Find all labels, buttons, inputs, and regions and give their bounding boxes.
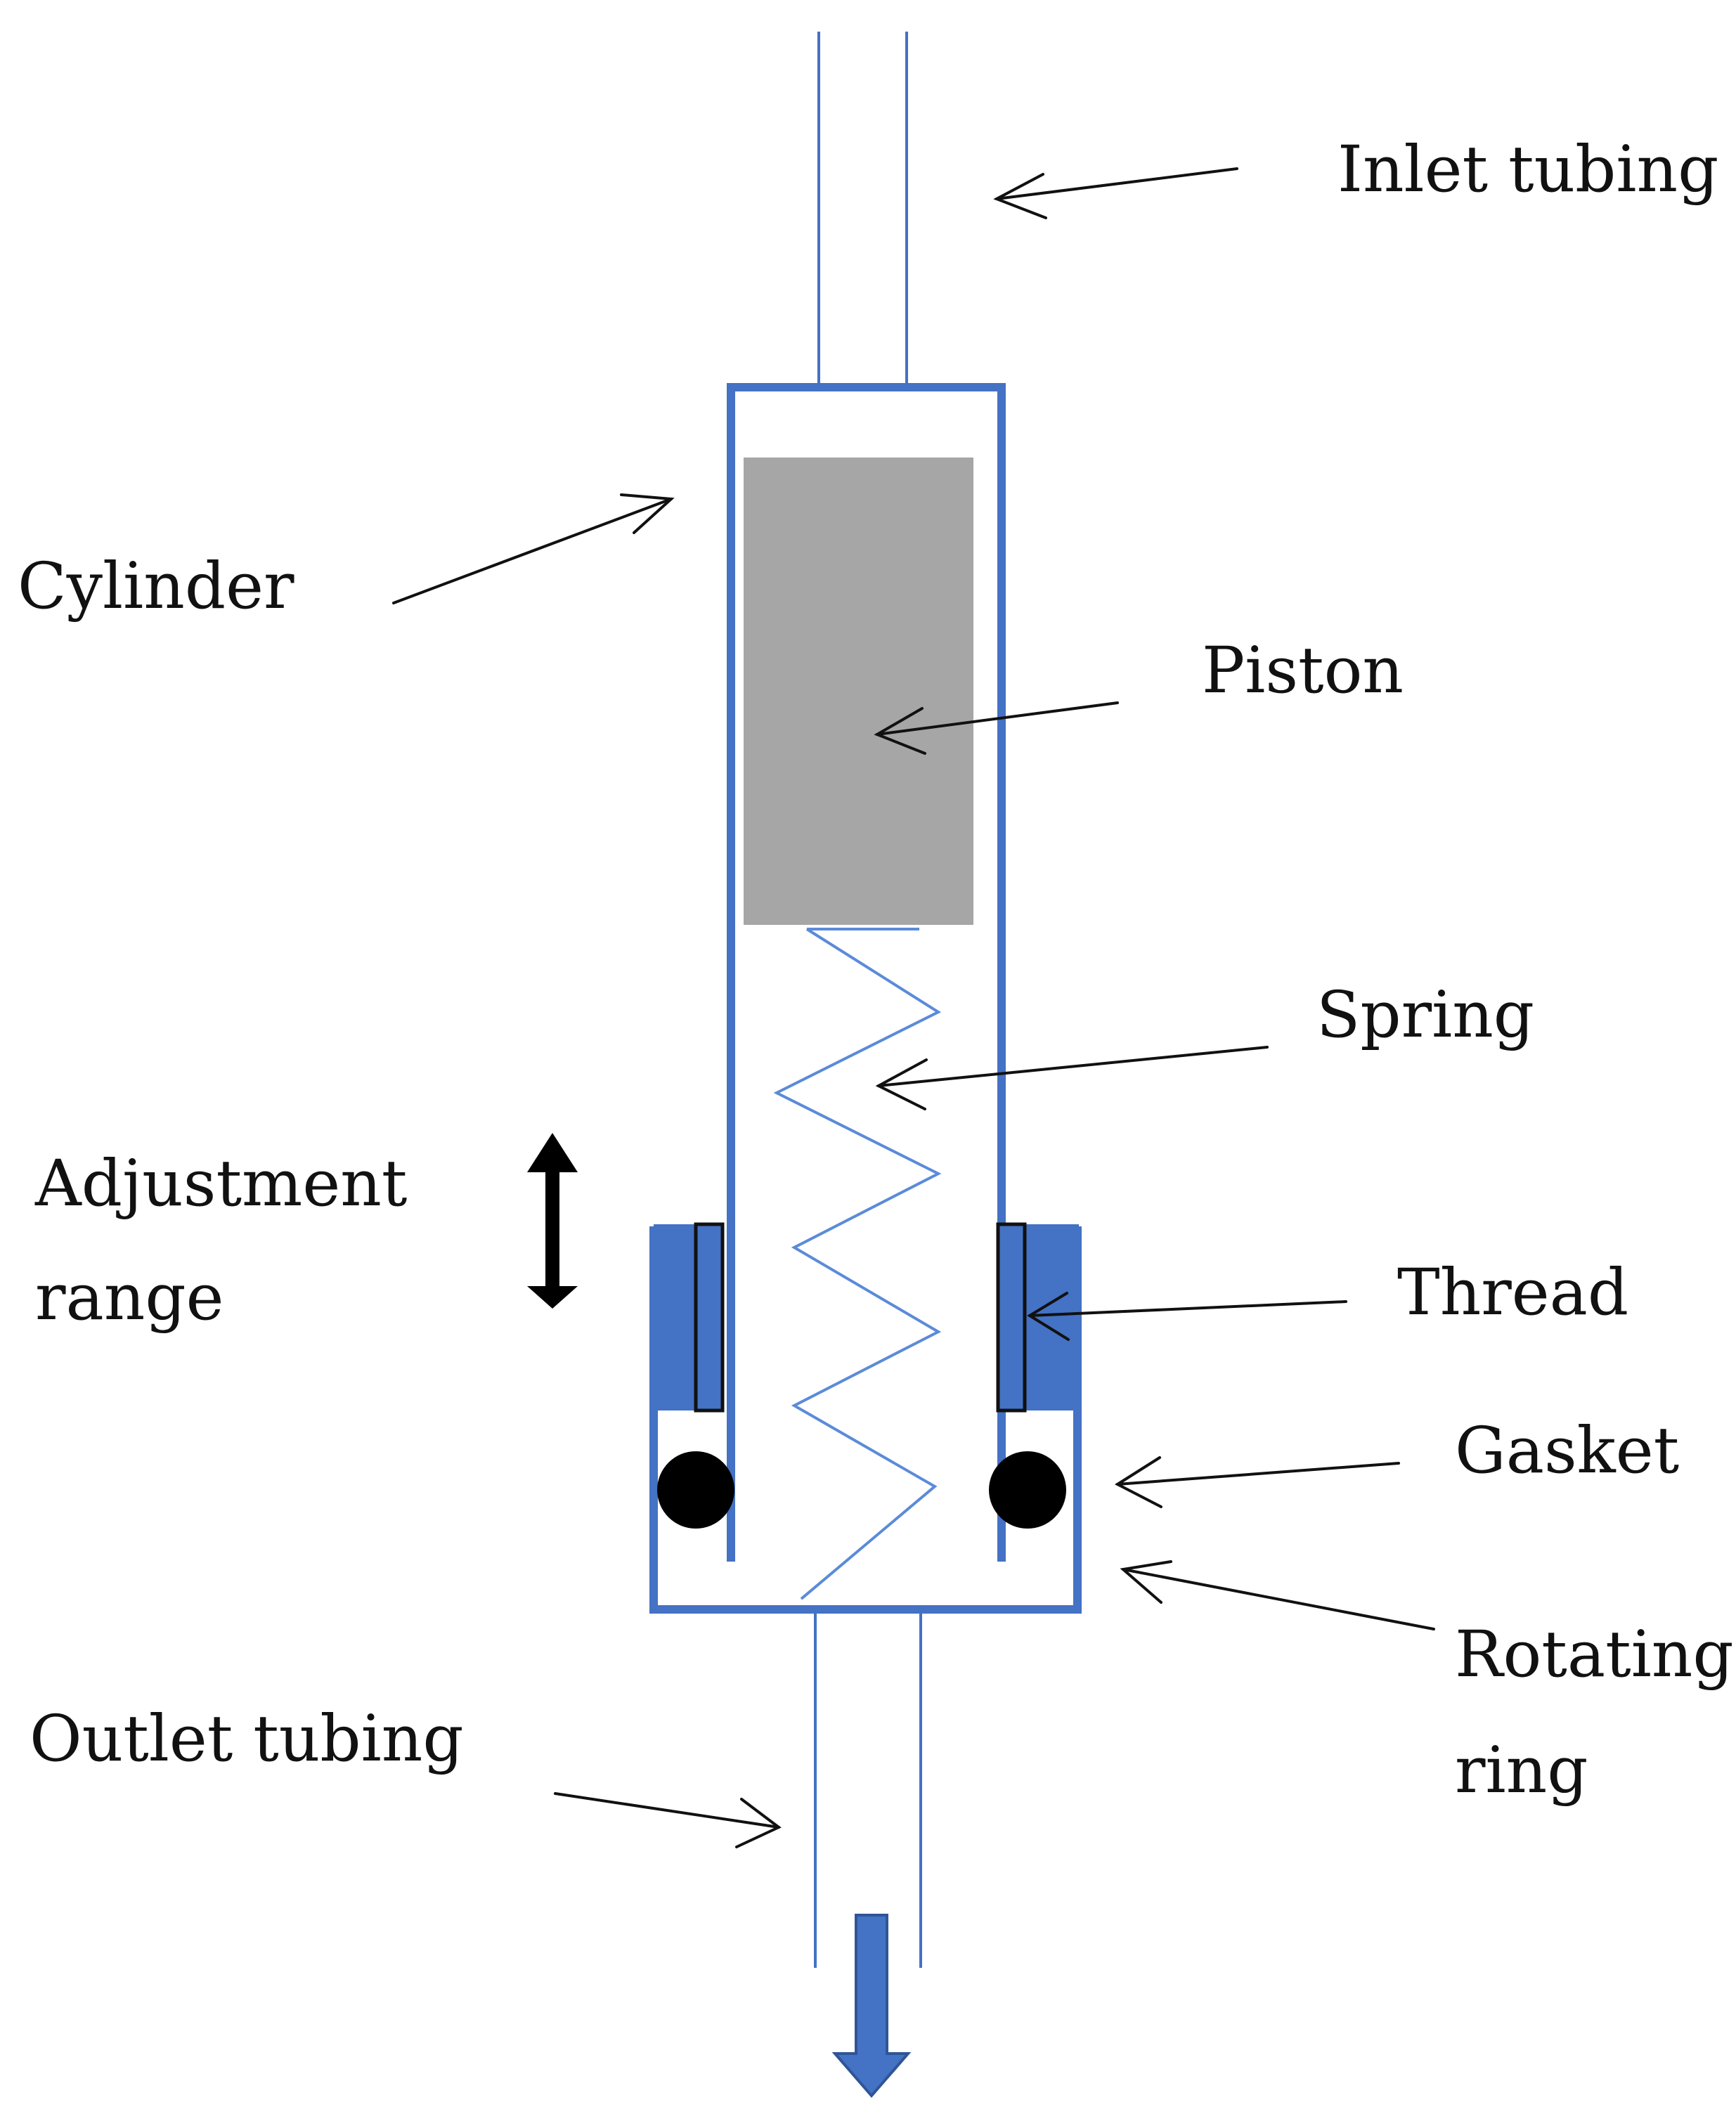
label-thread: Thread (1397, 1256, 1628, 1330)
rotating-ring-leader-arrow (1120, 1560, 1435, 1630)
label-spring: Spring (1316, 978, 1534, 1052)
piston-leader-arrow (874, 701, 1119, 755)
inlet-tubing-leader-arrow (993, 167, 1238, 219)
label-adjustment-range-line2: range (35, 1261, 224, 1335)
cylinder-leader-arrow (392, 493, 675, 604)
label-rotating-ring-line2: ring (1455, 1734, 1588, 1808)
gasket-leader-arrow (1114, 1456, 1400, 1508)
gasket-right (989, 1451, 1066, 1529)
label-outlet-tubing: Outlet tubing (30, 1702, 464, 1776)
thread-left (654, 1222, 725, 1413)
label-inlet-tubing: Inlet tubing (1337, 133, 1718, 207)
outlet-tubing (814, 1613, 922, 1968)
gasket-left (657, 1451, 734, 1529)
thread-leader-arrow (1027, 1292, 1347, 1341)
adjustment-range-arrow (527, 1133, 578, 1309)
label-adjustment-range-line1: Adjustment (34, 1147, 407, 1221)
outlet-tubing-leader-arrow (554, 1792, 782, 1848)
label-rotating-ring-line1: Rotating (1455, 1618, 1734, 1692)
label-gasket: Gasket (1455, 1414, 1679, 1488)
spring-leader-arrow (875, 1046, 1269, 1110)
label-piston: Piston (1202, 634, 1404, 708)
label-cylinder: Cylinder (18, 550, 294, 623)
rotating-ring (649, 1226, 1082, 1614)
flow-direction-arrow (831, 1914, 912, 2099)
spring (773, 928, 942, 1600)
thread-right (996, 1222, 1079, 1413)
cylinder (727, 383, 1006, 1562)
piston (744, 458, 973, 925)
inlet-tubing (817, 32, 908, 385)
